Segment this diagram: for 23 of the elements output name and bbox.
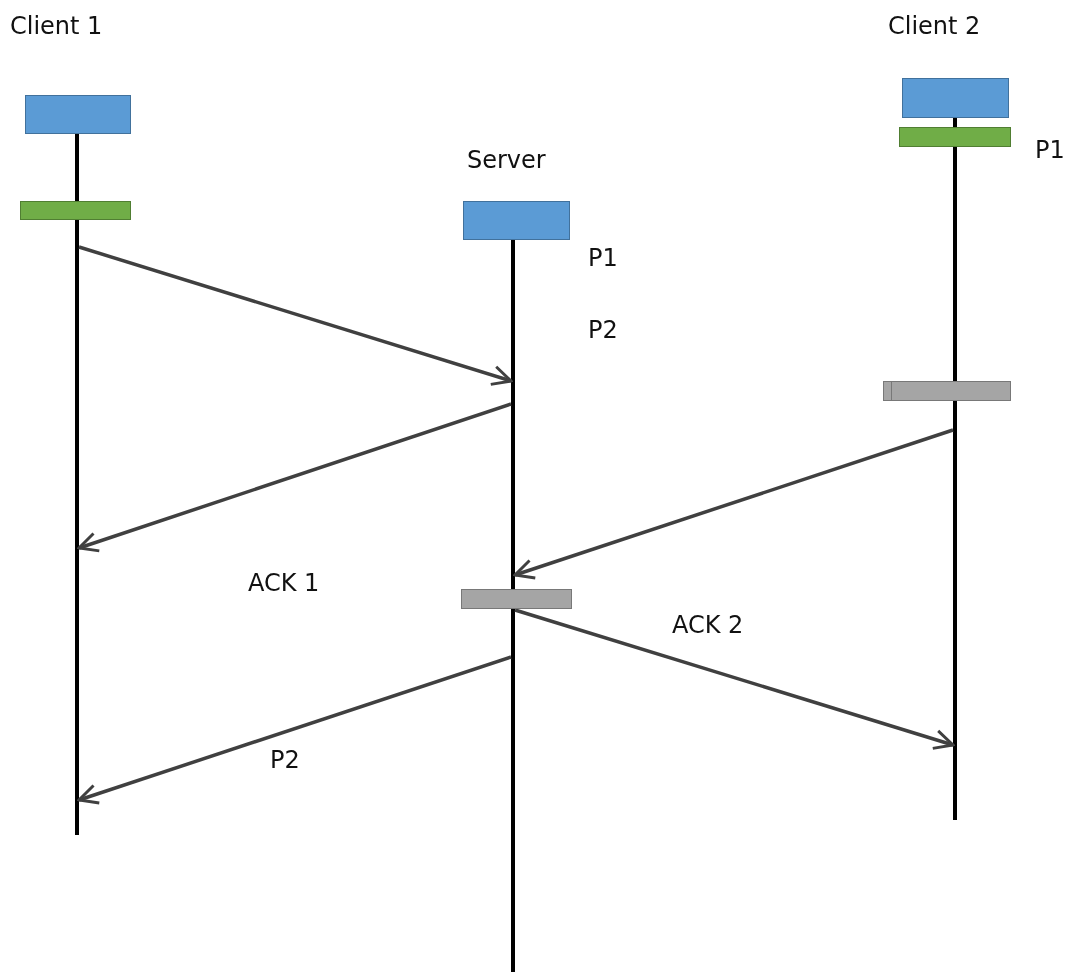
lifeline xyxy=(953,116,957,820)
arrow xyxy=(513,428,954,580)
activation-box xyxy=(25,95,131,134)
participant-label: Client 2 xyxy=(888,14,981,38)
message-label: ACK 2 xyxy=(672,613,744,637)
lifeline xyxy=(75,133,79,835)
participant-label: Client 1 xyxy=(10,14,103,38)
arrow xyxy=(77,655,512,805)
activation-bar xyxy=(899,127,1011,147)
message-label: P2 xyxy=(270,748,300,772)
arrow xyxy=(514,608,955,750)
message-label: ACK 1 xyxy=(248,571,320,595)
message-label: P2 xyxy=(588,318,618,342)
message-label: P1 xyxy=(1035,138,1065,162)
arrow xyxy=(77,402,512,553)
participant-label: Server xyxy=(467,148,546,172)
arrow xyxy=(78,245,513,386)
activation-box xyxy=(902,78,1009,118)
message-label: P1 xyxy=(588,246,618,270)
activation-box xyxy=(463,201,570,240)
activation-bar xyxy=(461,589,572,609)
lifeline xyxy=(511,238,515,972)
activation-bar xyxy=(20,201,131,220)
